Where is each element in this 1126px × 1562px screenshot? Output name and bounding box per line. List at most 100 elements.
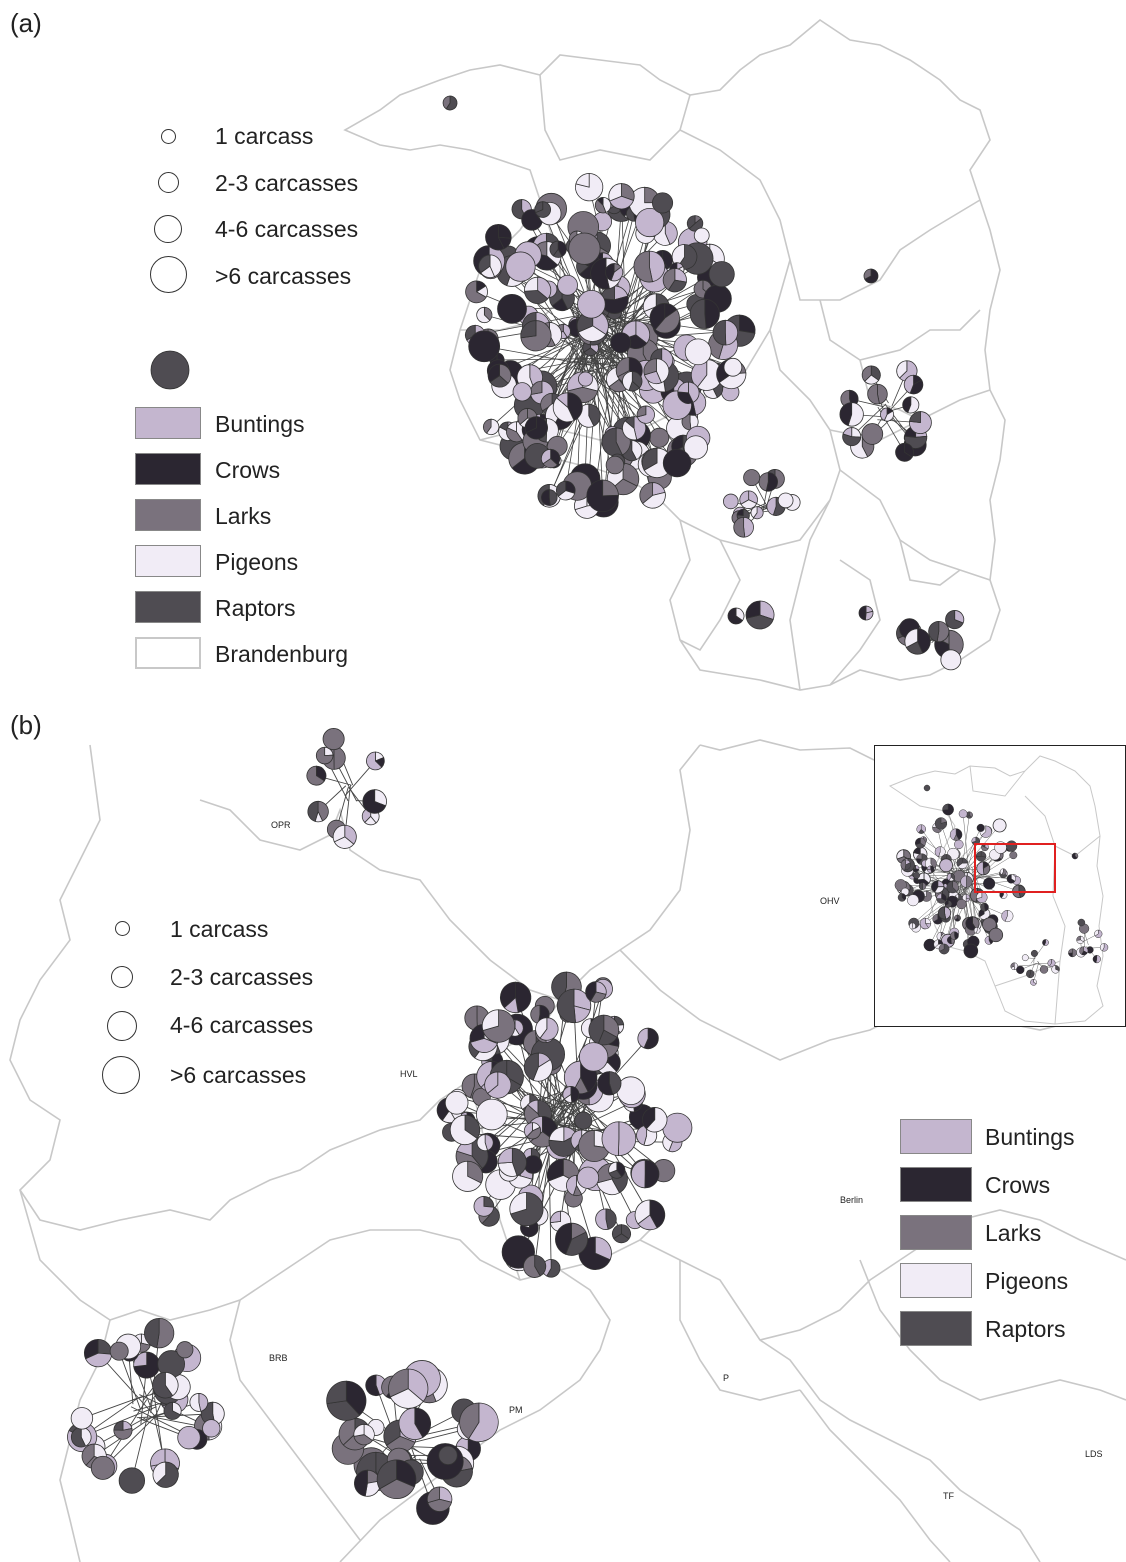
district-boundary: [679, 539, 741, 652]
pie-slice: [916, 824, 922, 834]
pie-slice: [333, 746, 346, 770]
pie-slice: [909, 411, 921, 424]
pie-slice: [570, 1129, 583, 1150]
pie-slice: [601, 1121, 620, 1157]
spider-line: [131, 1400, 152, 1481]
pie-slice: [407, 1368, 429, 1403]
pie-slice: [937, 906, 947, 920]
district-label-pm: PM: [509, 1405, 523, 1415]
district-label-brb: BRB: [269, 1353, 288, 1363]
pie-slice: [651, 192, 674, 214]
size-4-label: >6 carcasses: [170, 1062, 307, 1088]
district-boundary: [639, 1239, 1041, 1562]
spider-line: [965, 874, 1012, 880]
pie-slice: [693, 227, 710, 244]
pie-slice: [113, 1428, 133, 1440]
pie-slice: [577, 371, 594, 387]
pie-slice: [635, 320, 651, 344]
buntings-swatch: [900, 1119, 972, 1154]
pie-slice: [576, 1166, 600, 1189]
pie-slice: [1051, 965, 1060, 974]
pie-slice: [608, 1071, 622, 1095]
pie-slice: [568, 232, 601, 265]
pie-slice: [960, 875, 967, 888]
pie-slice: [574, 1111, 593, 1130]
pie-slice: [631, 371, 643, 389]
pie-slice: [1004, 910, 1014, 923]
pie-slice: [918, 882, 923, 890]
pie-slice: [642, 293, 657, 312]
pie-slice: [610, 332, 632, 354]
pie-slice: [942, 803, 949, 811]
pie-slice: [622, 371, 633, 391]
pie-slice: [499, 363, 512, 384]
pie-slice: [966, 875, 973, 888]
pie-slice: [635, 207, 665, 238]
spider-line: [484, 345, 591, 366]
larks-swatch: [900, 1215, 972, 1250]
pie-slice: [605, 455, 625, 475]
spider-line: [497, 357, 628, 361]
pie-slice: [578, 1042, 609, 1072]
pie-slice: [988, 927, 1004, 943]
pie-slice: [177, 1425, 201, 1450]
pie-slice: [1028, 969, 1035, 979]
pie-slice: [634, 1199, 651, 1225]
pie-slice: [992, 818, 1007, 833]
pie-slice: [556, 988, 576, 1024]
size-4-circle: [102, 1056, 140, 1094]
pie-slice: [332, 824, 346, 843]
pie-slice: [636, 405, 647, 418]
pie-slice: [677, 381, 689, 394]
pie-slice: [936, 893, 942, 899]
raptors-swatch: [135, 591, 201, 623]
pie-slice: [1079, 946, 1084, 955]
pie-slice: [70, 1407, 94, 1430]
pie-slice: [880, 407, 888, 422]
panel-a-label: (a): [10, 8, 42, 38]
pie-slice: [109, 1341, 129, 1361]
pie-slice: [562, 1086, 572, 1100]
pie-slice: [509, 1192, 527, 1215]
pie-slice: [523, 1254, 541, 1278]
pie-slice: [633, 250, 653, 283]
pie-slice: [752, 506, 764, 520]
district-boundary: [839, 469, 991, 581]
pie-slice: [442, 95, 451, 110]
pie-slice: [983, 877, 996, 890]
district-boundary: [9, 744, 541, 1231]
pie-slice: [546, 1258, 561, 1278]
pie-slice: [152, 1461, 167, 1485]
pie-slice: [541, 489, 551, 506]
pie-slice: [936, 620, 950, 643]
pie-slice: [575, 173, 590, 188]
pie-slice: [485, 223, 505, 251]
district-label-p: P: [723, 1373, 730, 1383]
pie-slice: [345, 1380, 367, 1416]
pie-slice: [649, 427, 670, 448]
pie-slice: [176, 1341, 194, 1359]
pie-slice: [611, 1224, 622, 1240]
size-3-circle: [154, 215, 182, 243]
pie-slice: [877, 383, 888, 405]
buntings-label: Buntings: [215, 411, 305, 437]
size-2-circle: [158, 172, 179, 193]
pie-slice: [426, 1486, 441, 1504]
pie-slice: [465, 280, 487, 304]
pie-slice: [486, 418, 500, 436]
district-label-berlin: Berlin: [840, 1195, 864, 1205]
pie-slice: [389, 1388, 424, 1409]
pie-slice: [656, 358, 670, 384]
buntings-label: Buntings: [985, 1124, 1075, 1150]
brandenburg-map: [343, 19, 1006, 691]
pie-slice: [900, 859, 907, 870]
pie-slice: [374, 789, 387, 807]
district-boundary: [199, 744, 701, 1001]
spider-line: [594, 315, 734, 368]
pie-slice: [459, 1402, 480, 1440]
pie-slice: [644, 1159, 660, 1189]
pie-slice: [539, 1017, 559, 1041]
pie-slice: [917, 628, 931, 654]
pie-slice: [654, 309, 680, 334]
pie-slice: [602, 197, 612, 213]
